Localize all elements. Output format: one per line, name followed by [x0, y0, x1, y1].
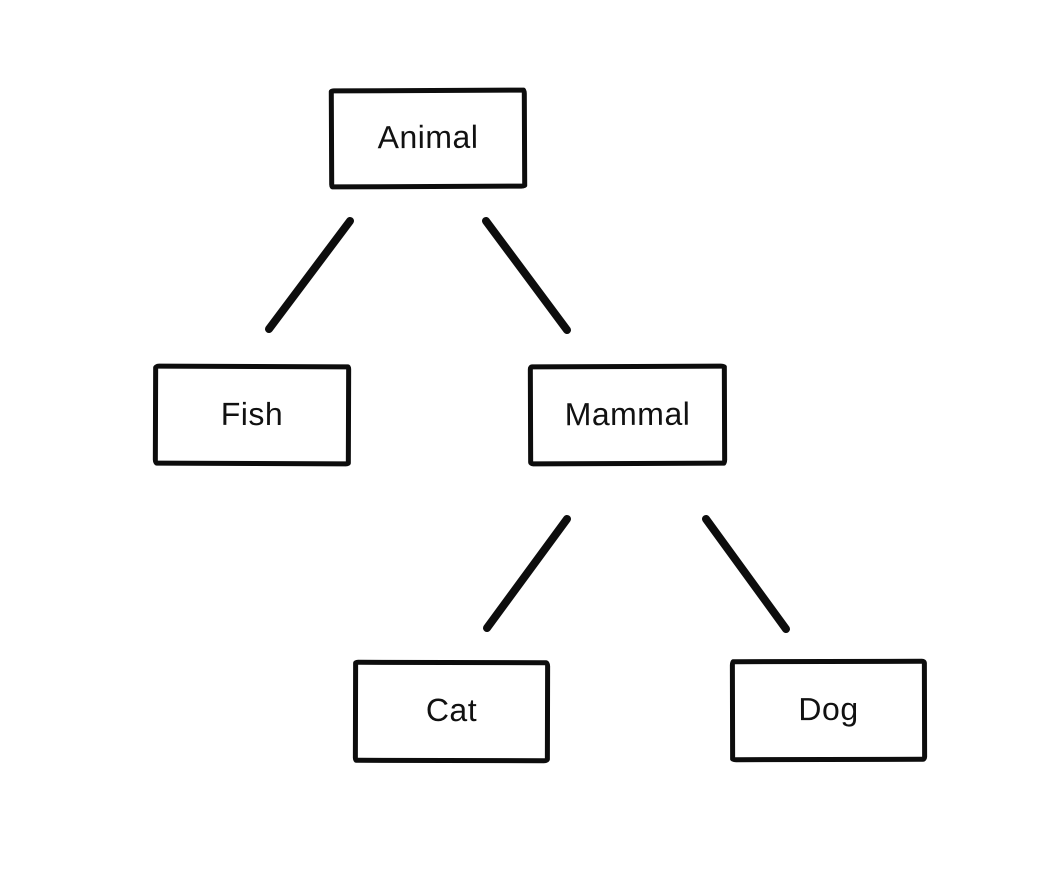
- edge-animal-mammal: [482, 217, 571, 334]
- node-animal-label: Animal: [377, 118, 479, 156]
- edge-mammal-dog: [702, 515, 790, 633]
- node-fish-label: Fish: [220, 395, 284, 432]
- edge-animal-fish: [265, 217, 354, 333]
- node-fish: Fish: [152, 363, 352, 467]
- node-mammal-label: Mammal: [564, 395, 691, 432]
- node-dog: Dog: [729, 658, 928, 763]
- node-cat: Cat: [352, 659, 551, 764]
- node-cat-label: Cat: [425, 691, 478, 729]
- node-animal: Animal: [328, 87, 528, 190]
- edge-mammal-cat: [483, 515, 571, 632]
- node-dog-label: Dog: [798, 690, 859, 728]
- node-mammal: Mammal: [527, 363, 728, 467]
